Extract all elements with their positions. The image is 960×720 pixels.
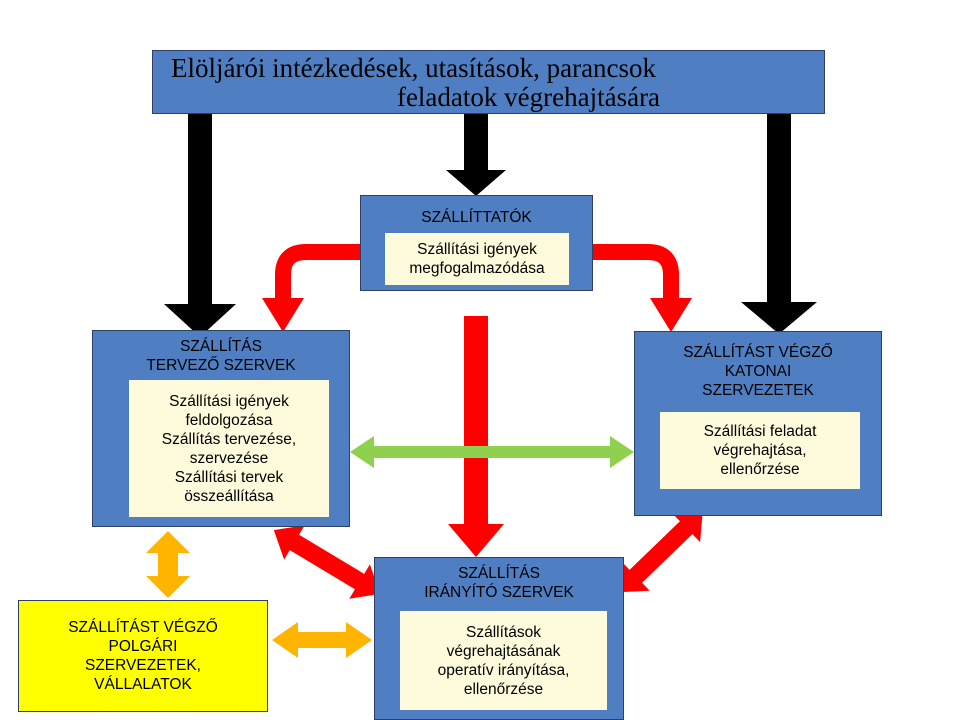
red-arrow-down-center (448, 316, 504, 557)
polgari-text-line: POLGÁRI (108, 638, 178, 655)
top-title-line-2: feladatok végrehajtására (396, 82, 661, 112)
polgari-szervezetek-text: SZÁLLÍTÁST VÉGZŐ POLGÁRI SZERVEZETEK, VÁ… (19, 601, 267, 711)
tervezo-title-line: SZÁLLÍTÁS (180, 338, 262, 355)
top-directives-box: Elöljárói intézkedések, utasítások, para… (152, 50, 825, 114)
szallittatok-text-line: Szállítási igények (417, 241, 537, 258)
tervezo-szervek-box: SZÁLLÍTÁS TERVEZŐ SZERVEK Szállítási igé… (92, 330, 350, 527)
green-double-arrow (350, 436, 634, 468)
orange-double-arrow-horizontal (272, 622, 372, 658)
red-curved-arrow-left-head (262, 298, 304, 332)
szallittatok-box: SZÁLLÍTTATÓK Szállítási igények megfogal… (360, 195, 593, 291)
katonai-title-line: SZÁLLÍTÁST VÉGZŐ (683, 344, 833, 361)
iranyito-szervek-box: SZÁLLÍTÁS IRÁNYÍTÓ SZERVEK Szállítások v… (374, 557, 624, 720)
iranyito-text-line: Szállítások (466, 623, 541, 641)
iranyito-text-line: ellenőrzése (463, 680, 544, 698)
tervezo-title-line: TERVEZŐ SZERVEK (146, 357, 296, 374)
tervezo-text-line: feldolgozása (185, 411, 273, 429)
szallittatok-text-line: megfogalmazódása (409, 260, 545, 277)
tervezo-szervek-title: SZÁLLÍTÁS TERVEZŐ SZERVEK (93, 337, 349, 375)
iranyito-szervek-description: Szállítások végrehajtásának operatív irá… (400, 611, 607, 710)
red-curved-arrow-left-shaft (275, 244, 361, 300)
katonai-text-line: végrehajtása, (713, 442, 807, 459)
tervezo-text-line: összeállítása (184, 487, 274, 505)
katonai-text-line: Szállítási feladat (703, 423, 817, 440)
tervezo-text-line: Szállítási igények (169, 392, 289, 410)
iranyito-szervek-title: SZÁLLÍTÁS IRÁNYÍTÓ SZERVEK (375, 564, 623, 602)
iranyito-text-line: végrehajtásának (446, 642, 561, 660)
katonai-title-line: KATONAI (724, 363, 792, 380)
tervezo-text-line: szervezése (189, 449, 269, 467)
black-arrow-right (741, 92, 817, 334)
black-arrow-center (446, 114, 506, 196)
tervezo-text-line: Szállítási tervek (174, 468, 284, 486)
black-arrow-left (164, 114, 236, 337)
tervezo-szervek-description: Szállítási igények feldolgozása Szállítá… (129, 380, 329, 517)
polgari-text-line: SZÁLLÍTÁST VÉGZŐ (68, 619, 218, 636)
szallittatok-description: Szállítási igények megfogalmazódása (385, 233, 569, 285)
top-title-line-1: Elöljárói intézkedések, utasítások, para… (170, 53, 657, 83)
top-directives-title: Elöljárói intézkedések, utasítások, para… (153, 54, 824, 112)
red-curved-arrow-right-shaft (593, 244, 679, 300)
polgari-text-line: SZERVEZETEK, (85, 657, 201, 674)
szallittatok-title: SZÁLLÍTTATÓK (421, 209, 532, 226)
katonai-title-line: SZERVEZETEK (702, 382, 814, 399)
katonai-text-line: ellenőrzése (720, 461, 800, 478)
iranyito-text-line: operatív irányítása, (437, 661, 570, 679)
tervezo-text-line: Szállítás tervezése, (161, 430, 297, 448)
polgari-text-line: VÁLLALATOK (94, 676, 192, 693)
iranyito-title-line: SZÁLLÍTÁS (458, 565, 540, 582)
iranyito-title-line: IRÁNYÍTÓ SZERVEK (424, 584, 574, 601)
red-diagonal-double-arrow-right (619, 511, 703, 593)
katonai-szervezetek-description: Szállítási feladat végrehajtása, ellenőr… (660, 412, 860, 489)
katonai-szervezetek-title: SZÁLLÍTÁST VÉGZŐ KATONAI SZERVEZETEK (635, 343, 881, 400)
red-curved-arrow-right-head (650, 298, 692, 332)
orange-double-arrow-vertical (146, 531, 190, 598)
red-diagonal-double-arrow-left (273, 525, 381, 599)
polgari-szervezetek-box: SZÁLLÍTÁST VÉGZŐ POLGÁRI SZERVEZETEK, VÁ… (18, 600, 268, 712)
katonai-szervezetek-box: SZÁLLÍTÁST VÉGZŐ KATONAI SZERVEZETEK Szá… (634, 331, 882, 516)
